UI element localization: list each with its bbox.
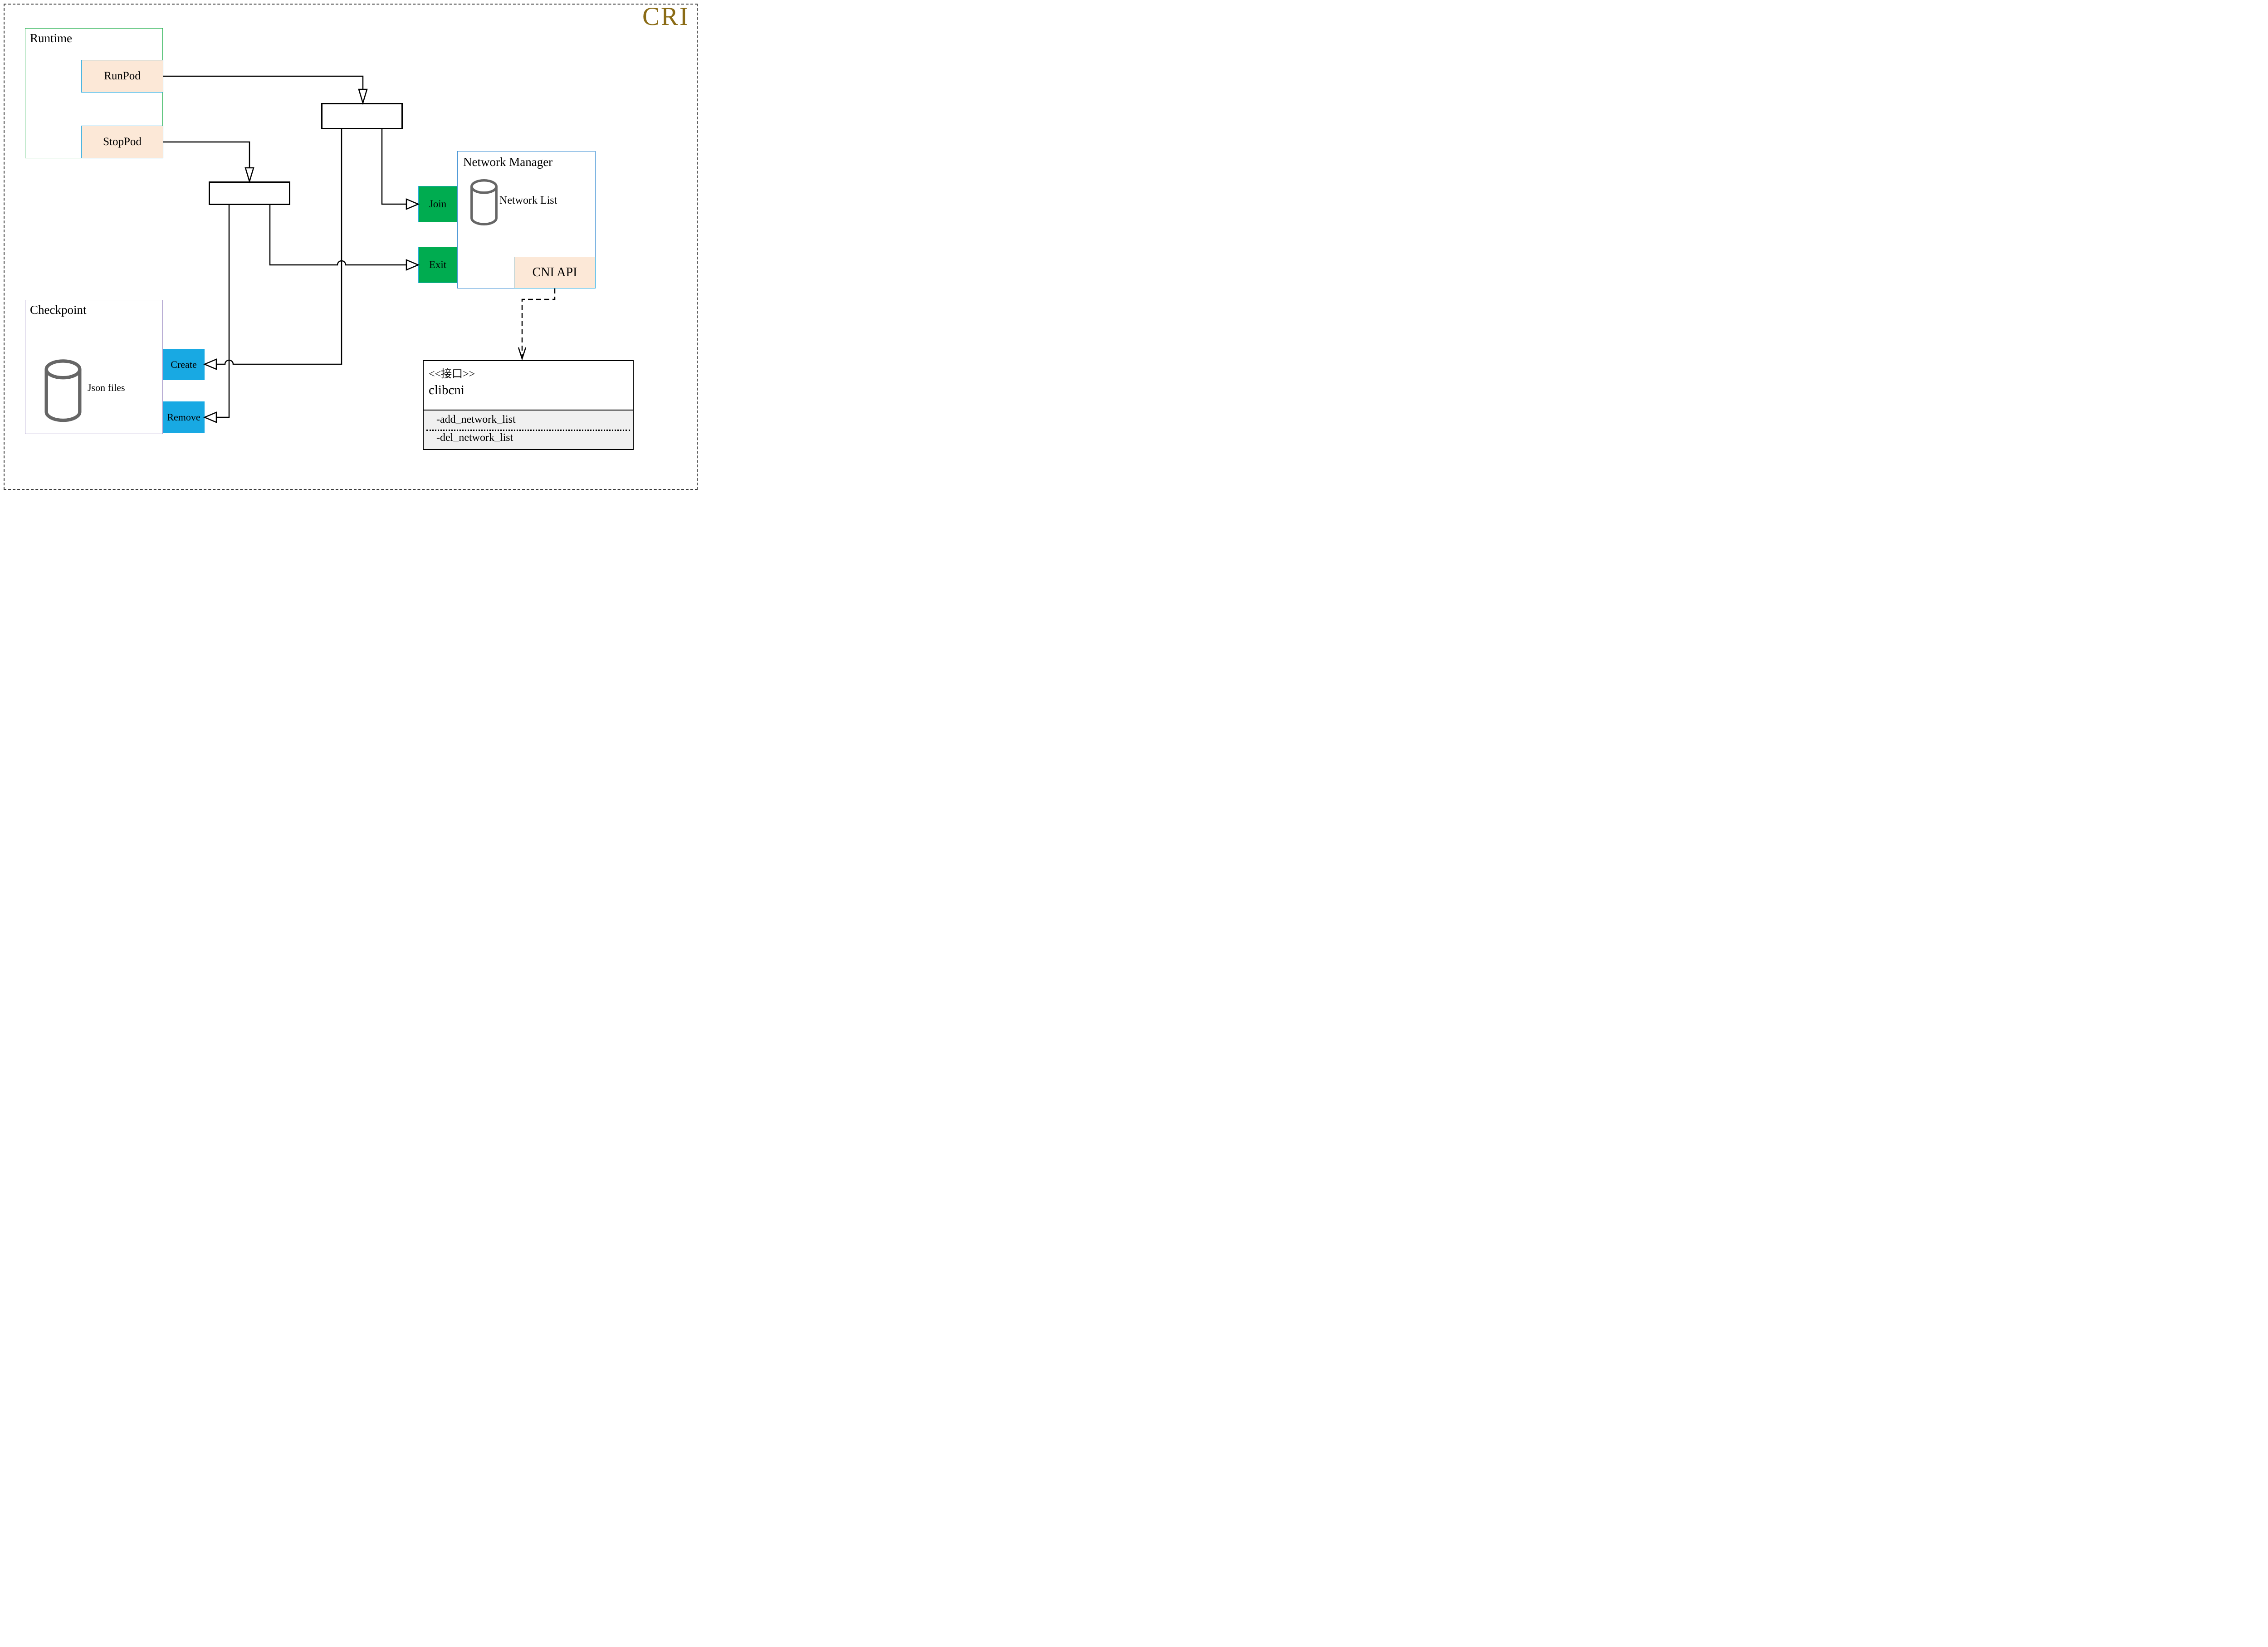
create-label: Create xyxy=(171,359,197,370)
clibcni-members-compartment: -add_network_list -del_network_list xyxy=(424,410,633,449)
network-manager-label: Network Manager xyxy=(463,155,553,169)
cni-api-label: CNI API xyxy=(532,265,577,279)
diagram-title: CRI xyxy=(642,2,689,31)
clibcni-interface-class: <<接口>> clibcni -add_network_list -del_ne… xyxy=(423,360,634,450)
clibcni-header: <<接口>> clibcni xyxy=(424,361,633,410)
json-files-label: Json files xyxy=(88,382,125,393)
junction-bar-runpod xyxy=(321,103,403,129)
checkpoint-label: Checkpoint xyxy=(30,303,87,317)
exit-label: Exit xyxy=(429,259,447,270)
member-add-network-list: -add_network_list xyxy=(436,414,516,425)
cri-architecture-diagram: CRI Runtime RunPod StopPod Network Manag… xyxy=(0,0,701,494)
checkpoint-group-box: Checkpoint Json files xyxy=(25,300,163,434)
stoppod-label: StopPod xyxy=(103,136,142,148)
network-list-label: Network List xyxy=(499,195,557,206)
member-del-network-list: -del_network_list xyxy=(436,432,513,444)
join-label: Join xyxy=(429,198,447,210)
database-icon xyxy=(44,359,82,422)
runpod-label: RunPod xyxy=(104,70,141,82)
runtime-label: Runtime xyxy=(30,31,72,45)
exit-node: Exit xyxy=(418,247,457,283)
create-node: Create xyxy=(163,349,205,380)
interface-stereotype: <<接口>> xyxy=(429,368,475,380)
clibcni-name: clibcni xyxy=(429,383,464,397)
remove-label: Remove xyxy=(167,411,200,423)
database-icon xyxy=(470,179,498,225)
stoppod-node: StopPod xyxy=(81,126,163,158)
outer-dashed-border xyxy=(4,4,698,490)
remove-node: Remove xyxy=(163,401,205,433)
join-node: Join xyxy=(418,186,457,222)
junction-bar-stoppod xyxy=(209,181,290,205)
runpod-node: RunPod xyxy=(81,60,163,93)
member-divider xyxy=(426,430,630,431)
cni-api-node: CNI API xyxy=(514,257,596,288)
